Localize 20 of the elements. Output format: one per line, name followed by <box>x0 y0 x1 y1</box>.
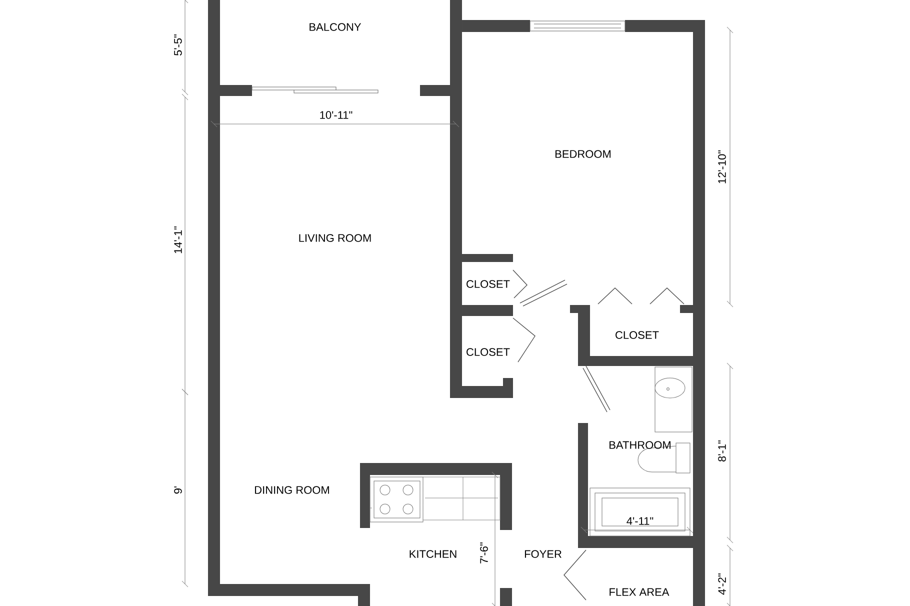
dimension-label: 10'-11" <box>320 111 352 119</box>
dimension-label: 7'-6" <box>480 542 488 564</box>
dimension-label: 4'-11" <box>626 517 654 525</box>
dimension-label: 5'-5" <box>174 34 182 56</box>
room-label: BEDROOM <box>556 150 610 158</box>
room-label: FOYER <box>524 550 562 558</box>
room-label: KITCHEN <box>410 550 456 558</box>
room-label: FLEX AREA <box>610 588 670 596</box>
room-label: BATHROOM <box>610 441 670 449</box>
room-label: BALCONY <box>310 23 362 31</box>
room-label: LIVING ROOM <box>299 234 371 242</box>
dimension-label: 12'-10" <box>718 150 726 184</box>
dimension-label: 4'-2" <box>718 574 726 595</box>
dimension-label: 8'-1" <box>718 440 726 462</box>
room-label: DINING ROOM <box>255 486 329 494</box>
room-label: CLOSET <box>466 348 510 356</box>
dimension-label: 14'-1" <box>174 226 182 254</box>
dimension-label: 9' <box>174 486 182 494</box>
room-label: CLOSET <box>616 331 659 339</box>
room-label: CLOSET <box>466 280 510 288</box>
